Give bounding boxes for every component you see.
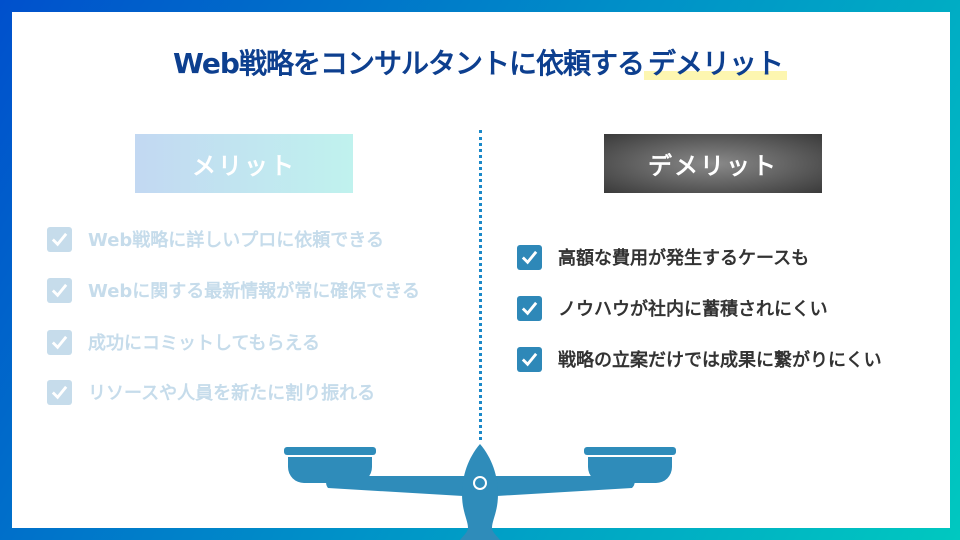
- item-text: 高額な費用が発生するケースも: [558, 248, 810, 269]
- list-item: 戦略の立案だけでは成果に繋がりにくい: [517, 346, 882, 372]
- list-item: リソースや人員を新たに割り振れる: [47, 379, 375, 405]
- page-title: Web戦略をコンサルタントに依頼するデメリット: [0, 42, 960, 82]
- item-text: ノウハウが社内に蓄積されにくい: [558, 299, 828, 320]
- item-text: リソースや人員を新たに割り振れる: [88, 383, 376, 404]
- checkbox-icon: [47, 277, 72, 303]
- item-text: 成功にコミットしてもらえる: [88, 333, 321, 354]
- demerit-header: デメリット: [604, 134, 822, 193]
- list-item: 成功にコミットしてもらえる: [47, 329, 320, 355]
- list-item: Webに関する最新情報が常に確保できる: [47, 277, 420, 303]
- checkbox-icon: [517, 244, 542, 270]
- list-item: ノウハウが社内に蓄積されにくい: [517, 295, 828, 321]
- item-text: Web戦略に詳しいプロに依頼できる: [88, 230, 384, 251]
- checkbox-icon: [47, 329, 72, 355]
- merit-header: メリット: [135, 134, 353, 193]
- title-highlight: デメリット: [643, 47, 787, 80]
- item-text: 戦略の立案だけでは成果に繋がりにくい: [558, 350, 882, 371]
- checkbox-icon: [517, 295, 542, 321]
- checkbox-icon: [47, 226, 72, 252]
- item-text: Webに関する最新情報が常に確保できる: [88, 281, 420, 302]
- checkbox-icon: [47, 379, 72, 405]
- balance-scale-icon: [284, 444, 676, 540]
- list-item: Web戦略に詳しいプロに依頼できる: [47, 226, 384, 252]
- list-item: 高額な費用が発生するケースも: [517, 244, 809, 270]
- checkbox-icon: [517, 346, 542, 372]
- title-main: Web戦略をコンサルタントに依頼する: [173, 47, 645, 80]
- divider: [479, 130, 482, 440]
